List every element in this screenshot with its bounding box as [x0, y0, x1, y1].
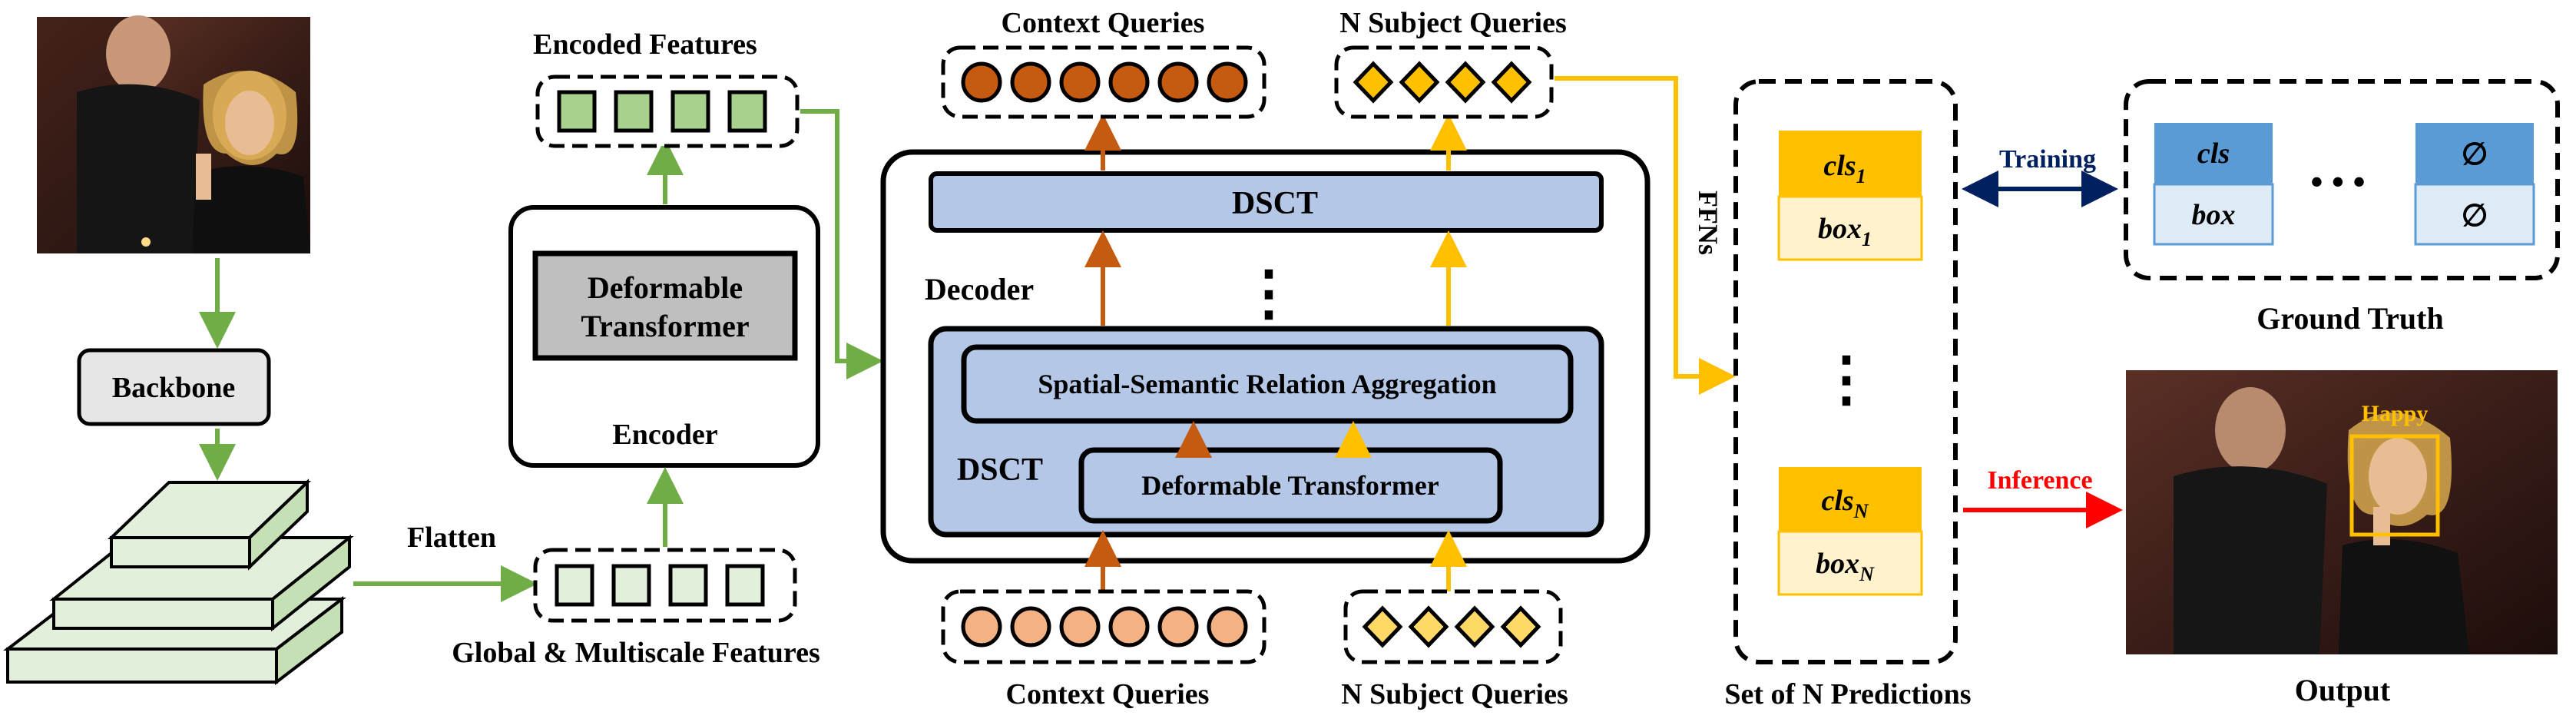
context-queries-top-label: Context Queries — [1002, 7, 1205, 39]
decoder-vdots: ⋮ — [1239, 260, 1299, 326]
backbone-label: Backbone — [112, 372, 235, 404]
happy-label: Happy — [2362, 401, 2429, 426]
context-queries-bottom — [941, 589, 1266, 664]
input-image — [37, 15, 310, 253]
subject-queries-top-label: N Subject Queries — [1339, 7, 1567, 39]
encoded-features-label: Encoded Features — [533, 28, 757, 61]
predN-cls: clsN — [1822, 485, 1869, 522]
encoder-deformable-line2: Transformer — [581, 309, 749, 343]
dsct-inner-box: Spatial-Semantic Relation Aggregation DS… — [928, 326, 1604, 538]
training-label: Training — [1999, 145, 2096, 174]
inference-label: Inference — [1987, 466, 2092, 495]
pred1-cls: cls1 — [1823, 150, 1866, 187]
deformable-inner-label: Deformable Transformer — [1141, 470, 1439, 501]
predictions-vdots: ⋮ — [1816, 346, 1876, 412]
encoder-label: Encoder — [612, 419, 717, 451]
global-features-label: Global & Multiscale Features — [452, 637, 820, 669]
context-queries-bottom-label: Context Queries — [1006, 678, 1210, 710]
context-queries-top — [941, 45, 1266, 119]
predictions-box: cls1 box1 ⋮ clsN boxN — [1733, 79, 1958, 664]
pred1-box: box1 — [1818, 213, 1872, 250]
output-label: Output — [2295, 673, 2391, 707]
arrow-encoded-to-decoder — [800, 109, 883, 379]
decoder-label: Decoder — [925, 272, 1034, 306]
gt-box: box — [2192, 199, 2236, 231]
gt-empty-bottom: ∅ — [2462, 198, 2488, 233]
gt-cls: cls — [2197, 137, 2230, 170]
flatten-label: Flatten — [407, 522, 496, 554]
gt-hdots: • • • — [2310, 162, 2365, 201]
global-features-tokens — [533, 548, 797, 623]
encoded-features-tokens — [535, 75, 800, 148]
arrow-ffn — [1555, 76, 1736, 395]
dsct-top-box: DSCT — [929, 171, 1604, 233]
ffns-label: FFNs — [1693, 190, 1723, 255]
output-image: Happy — [2126, 370, 2558, 654]
ground-truth-box: cls box • • • ∅ ∅ — [2124, 79, 2560, 280]
encoder-box: Deformable Transformer Encoder — [508, 205, 820, 468]
dsct-inner-label: DSCT — [957, 452, 1043, 488]
ground-truth-label: Ground Truth — [2256, 301, 2443, 336]
set-of-predictions-label: Set of N Predictions — [1724, 678, 1971, 710]
predN-box: boxN — [1816, 548, 1875, 585]
subject-queries-bottom-label: N Subject Queries — [1341, 678, 1568, 710]
ssra-label: Spatial-Semantic Relation Aggregation — [1038, 369, 1496, 399]
subject-queries-bottom — [1343, 589, 1563, 664]
subject-queries-top — [1334, 45, 1554, 119]
backbone-box: Backbone — [77, 348, 271, 426]
feature-pyramid — [3, 479, 354, 686]
detection-bbox — [2349, 434, 2440, 537]
dsct-top-label: DSCT — [1232, 186, 1318, 221]
gt-empty-top: ∅ — [2462, 137, 2488, 171]
encoder-deformable-line1: Deformable — [588, 270, 743, 305]
